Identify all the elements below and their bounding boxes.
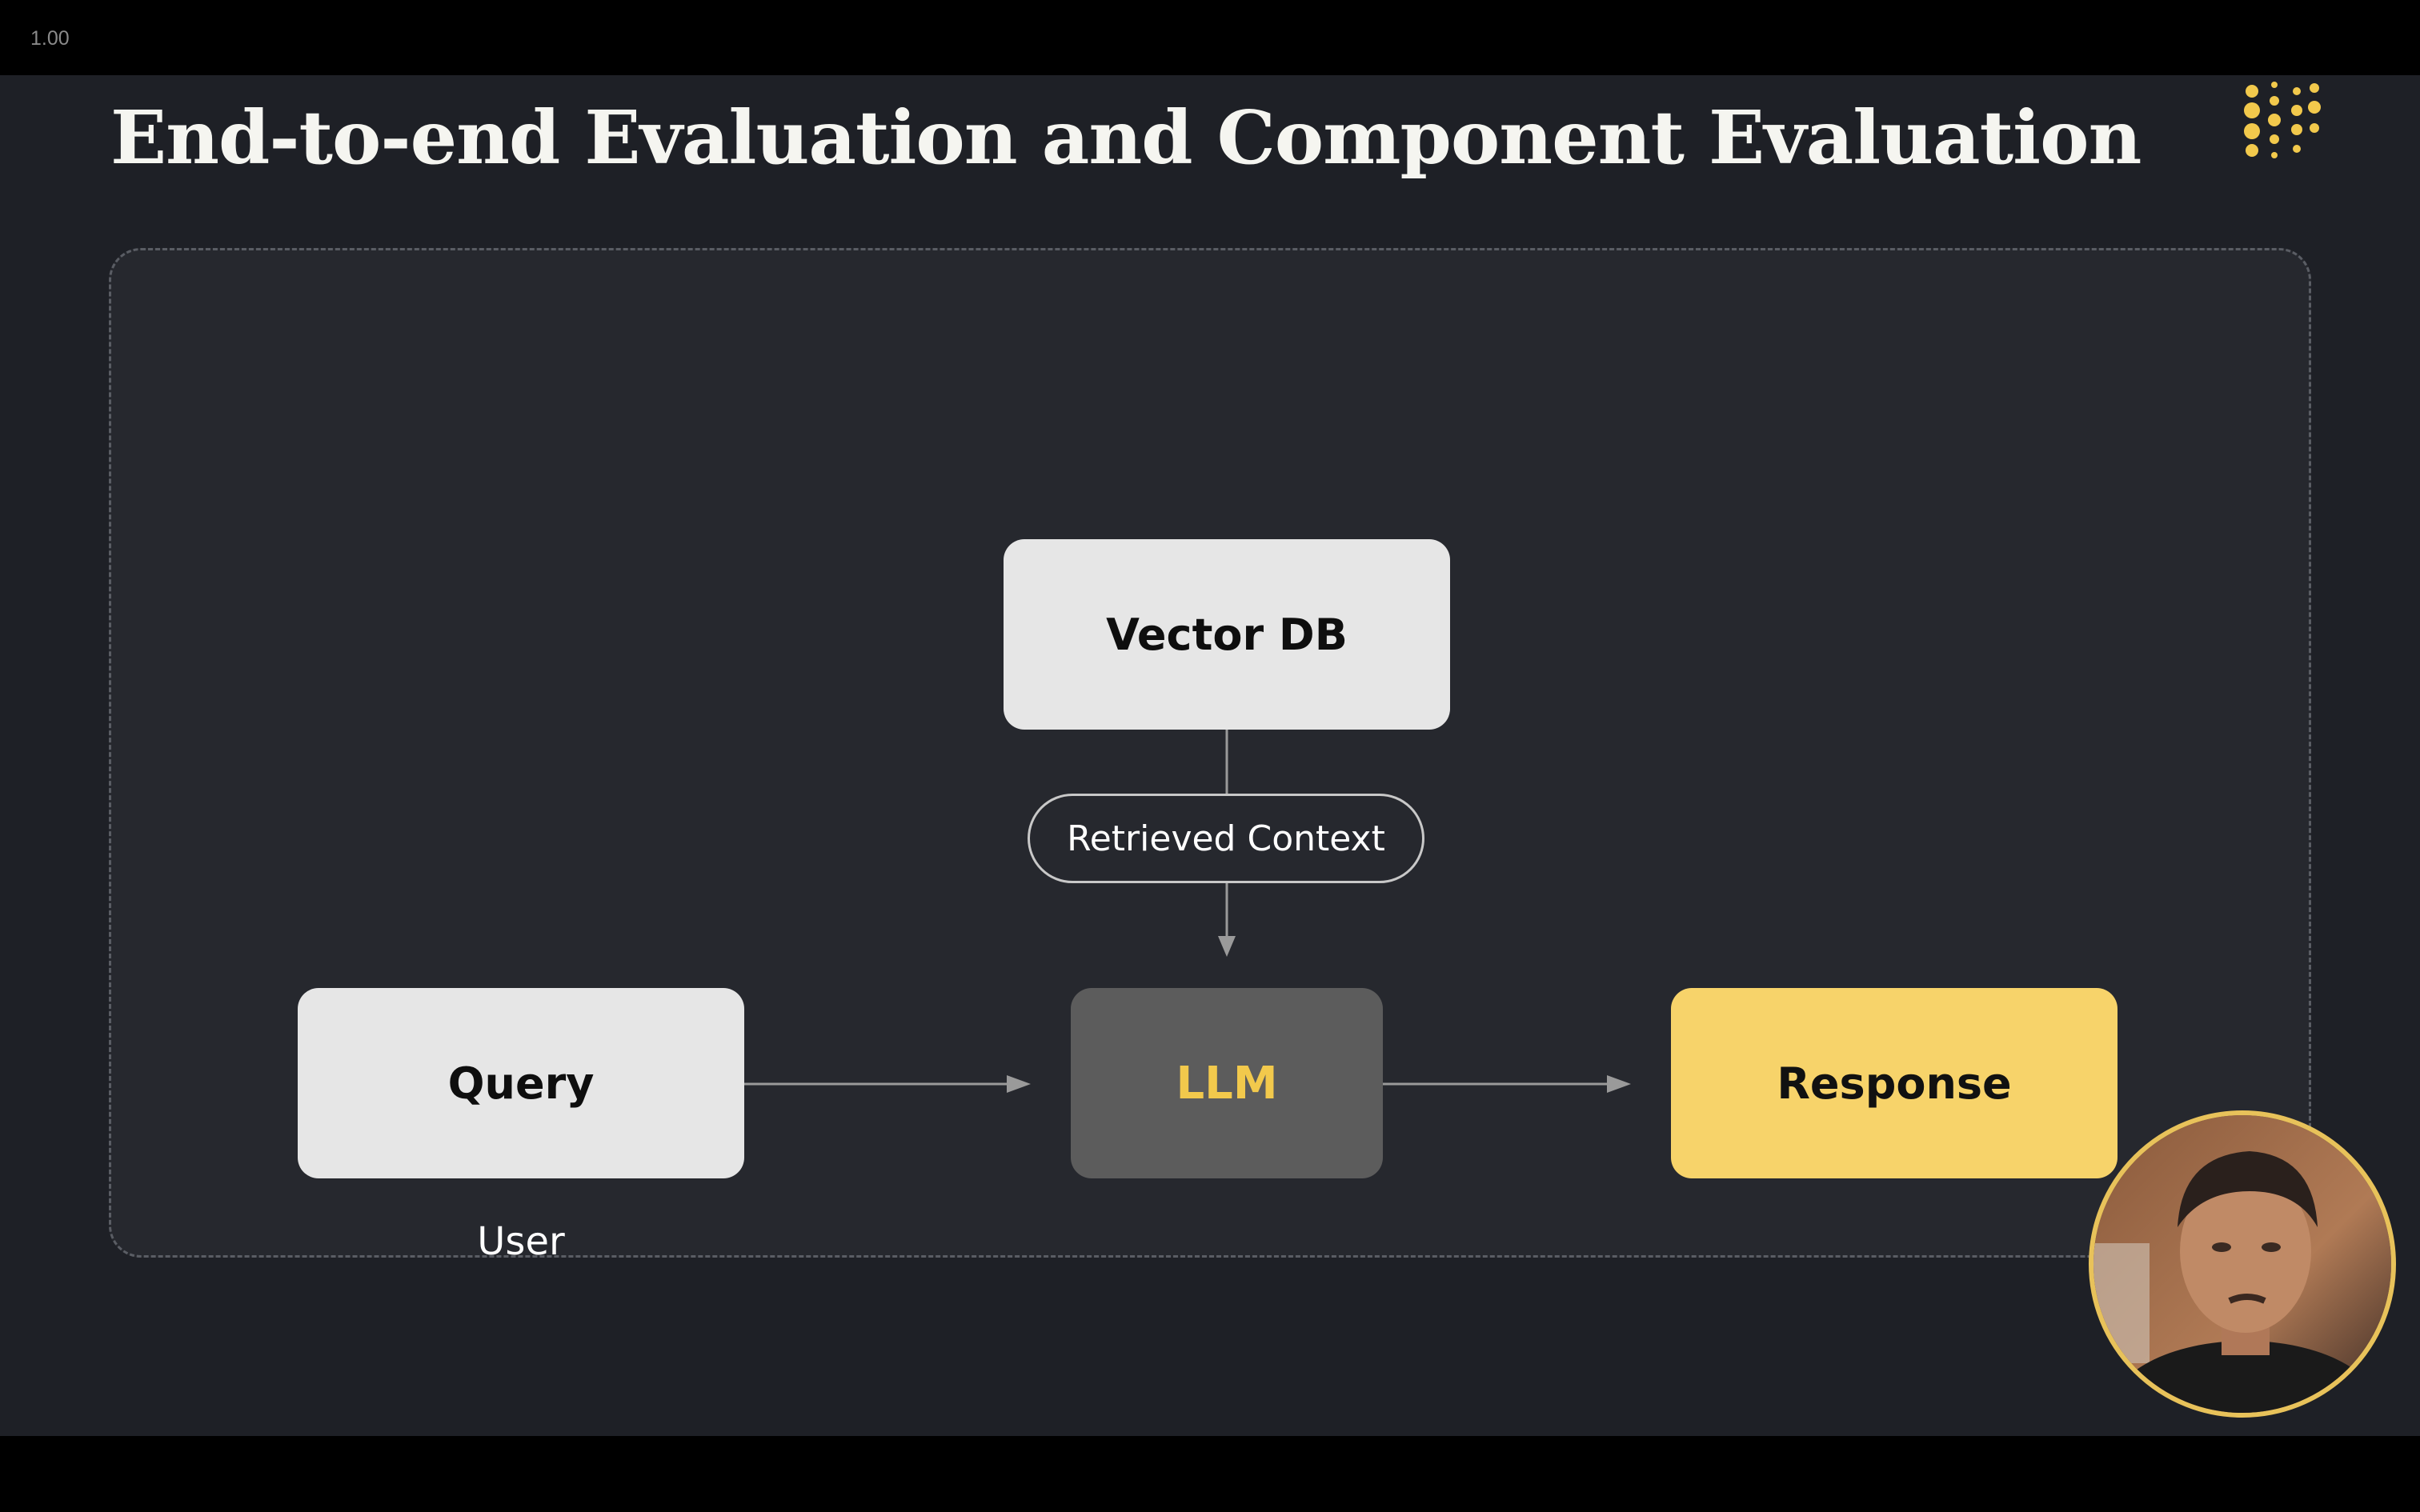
llm-node: LLM	[1071, 988, 1383, 1178]
presenter-avatar-icon	[2093, 1115, 2391, 1413]
arrowhead-llm-to-response	[1607, 1075, 1631, 1093]
vector-db-node: Vector DB	[1004, 539, 1450, 730]
dot-grid-logo-icon	[2244, 82, 2321, 158]
bottom-bar	[0, 1436, 2420, 1512]
query-node: Query	[298, 988, 744, 1178]
zoom-level-indicator: 1.00	[30, 27, 70, 50]
user-caption: User	[477, 1219, 565, 1264]
arrowhead-query-to-llm	[1007, 1075, 1031, 1093]
retrieved-context-label: Retrieved Context	[1028, 794, 1424, 883]
slide-title: End-to-end Evaluation and Component Eval…	[110, 94, 2142, 181]
top-bar: 1.00	[0, 0, 2420, 75]
arrowhead-context-to-llm	[1218, 936, 1236, 957]
presenter-webcam	[2089, 1110, 2396, 1418]
response-node: Response	[1671, 988, 2118, 1178]
